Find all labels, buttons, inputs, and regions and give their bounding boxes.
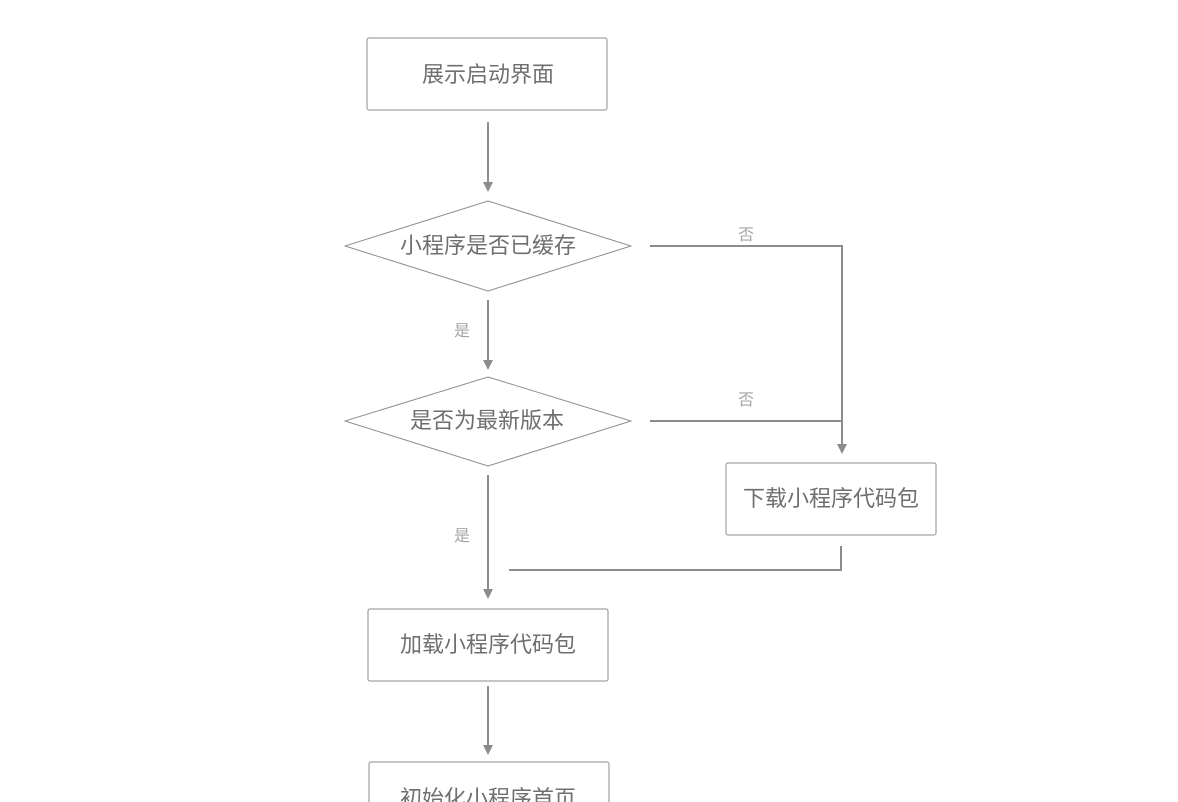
node-download-package: 下载小程序代码包 (725, 462, 937, 536)
edges (483, 122, 847, 755)
edge-label-cached-no: 否 (738, 225, 754, 244)
node-is-latest: 是否为最新版本 (343, 376, 633, 467)
node-is-latest-label: 是否为最新版本 (410, 409, 564, 434)
edge-cached-no (650, 245, 847, 454)
node-show-splash: 展示启动界面 (366, 37, 608, 111)
node-download-package-label: 下载小程序代码包 (743, 487, 919, 512)
node-is-latest-diamond (343, 376, 633, 467)
node-load-package: 加载小程序代码包 (367, 608, 609, 682)
edge-label-latest-yes: 是 (454, 526, 470, 545)
node-load-package-label: 加载小程序代码包 (400, 633, 576, 658)
edge-label-latest-no: 否 (738, 390, 754, 409)
node-init-homepage: 初始化小程序首页 (368, 761, 610, 802)
node-load-package-box (367, 608, 609, 682)
edge-labels: 否 是 否 是 (454, 225, 754, 545)
node-is-cached: 小程序是否已缓存 (343, 200, 633, 292)
node-init-homepage-box (368, 761, 610, 802)
node-is-cached-diamond (343, 200, 633, 292)
edge-download-to-load (509, 546, 842, 571)
node-show-splash-label: 展示启动界面 (422, 63, 554, 88)
node-download-package-box (725, 462, 937, 536)
node-show-splash-box (366, 37, 608, 111)
edge-label-cached-yes: 是 (454, 321, 470, 340)
node-is-cached-label: 小程序是否已缓存 (400, 234, 576, 259)
node-init-homepage-label: 初始化小程序首页 (400, 787, 576, 802)
